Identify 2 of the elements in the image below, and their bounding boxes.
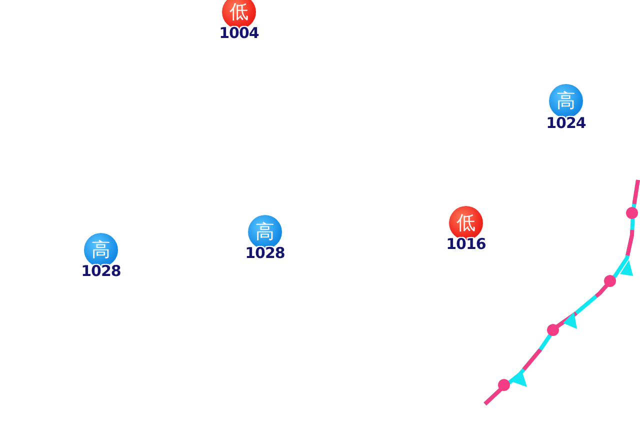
pressure-value: 1024 (546, 115, 586, 131)
high-pressure-marker: 高 (549, 84, 583, 118)
